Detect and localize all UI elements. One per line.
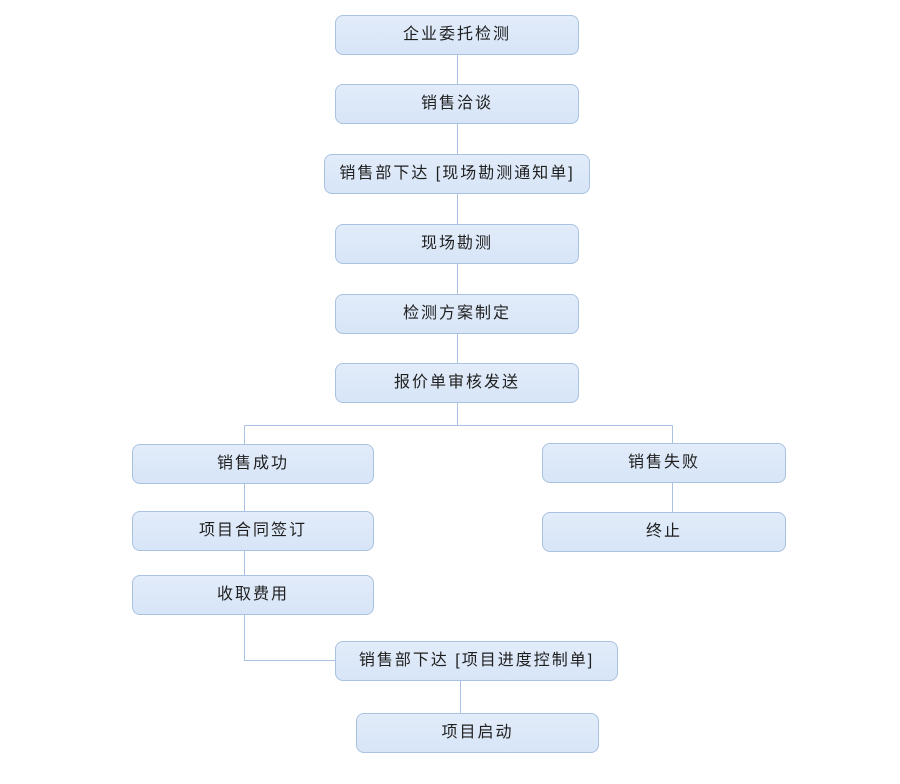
flow-node-sales-issues-progress-control-sheet[interactable]: 销售部下达 [项目进度控制单] (335, 641, 618, 681)
flow-node-enterprise-commissioned-testing[interactable]: 企业委托检测 (335, 15, 579, 55)
flow-node-sales-negotiation[interactable]: 销售洽谈 (335, 84, 579, 124)
flow-node-sales-success[interactable]: 销售成功 (132, 444, 374, 484)
flow-node-testing-plan-formulation[interactable]: 检测方案制定 (335, 294, 579, 334)
flow-node-site-survey[interactable]: 现场勘测 (335, 224, 579, 264)
flow-node-label: 项目合同签订 (198, 522, 307, 539)
connector (244, 614, 335, 661)
flow-node-label: 现场勘测 (420, 235, 493, 252)
flow-node-label: 企业委托检测 (402, 26, 511, 43)
flow-node-label: 销售洽谈 (420, 95, 493, 112)
flow-node-project-launch[interactable]: 项目启动 (356, 713, 599, 753)
flow-node-label: 销售成功 (216, 455, 289, 472)
flow-node-sales-issues-site-survey-notice[interactable]: 销售部下达 [现场勘测通知单] (324, 154, 590, 194)
flow-node-label: 报价单审核发送 (393, 374, 520, 391)
flow-node-label: 收取费用 (216, 586, 289, 603)
flow-node-label: 销售部下达 [现场勘测通知单] (339, 165, 575, 182)
flow-node-terminate[interactable]: 终止 (542, 512, 786, 552)
flow-node-sales-failure[interactable]: 销售失败 (542, 443, 786, 483)
flow-node-label: 检测方案制定 (402, 305, 511, 322)
flow-node-label: 销售部下达 [项目进度控制单] (358, 652, 595, 669)
flow-node-label: 销售失败 (627, 454, 700, 471)
flow-node-collect-fees[interactable]: 收取费用 (132, 575, 374, 615)
flow-node-label: 终止 (645, 523, 682, 540)
flow-node-label: 项目启动 (441, 724, 514, 741)
flow-node-project-contract-signing[interactable]: 项目合同签订 (132, 511, 374, 551)
flow-node-quotation-review-send[interactable]: 报价单审核发送 (335, 363, 579, 403)
